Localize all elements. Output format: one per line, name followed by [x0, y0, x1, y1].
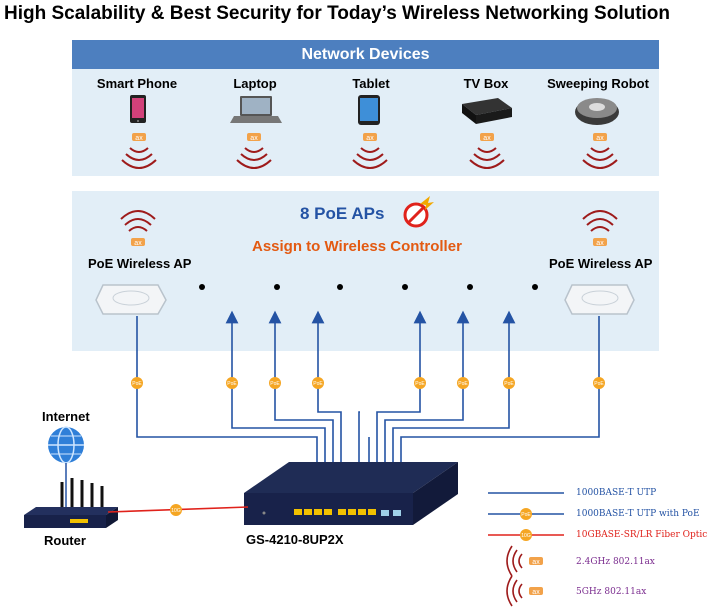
- poe-badge-texts: PoE PoE PoE PoE PoE PoE PoE PoE: [132, 381, 604, 387]
- poe-badge-text: PoE: [313, 381, 323, 387]
- laptop-icon: [230, 96, 282, 123]
- ap-placeholder-dots: [199, 284, 538, 290]
- poe-badge-text: PoE: [415, 381, 425, 387]
- svg-text:PoE: PoE: [521, 512, 531, 518]
- device-label: TV Box: [463, 76, 509, 91]
- internet-label: Internet: [42, 409, 90, 424]
- badge-ax-text: ax: [134, 240, 142, 247]
- legend-5ghz-text: 5GHz 802.11ax: [576, 587, 647, 597]
- legend-graphics: PoE 10G ax ax: [488, 492, 564, 607]
- legend-24ghz-text: 2.4GHz 802.11ax: [576, 557, 655, 567]
- device-label: Sweeping Robot: [547, 76, 649, 91]
- badge-ax-text: ax: [596, 240, 604, 247]
- poe-badge-text: PoE: [132, 381, 142, 387]
- tablet-icon: [358, 95, 380, 125]
- access-point-right-icon: [564, 284, 635, 315]
- router-icon: [24, 478, 118, 528]
- badge-ax-text: ax: [250, 135, 258, 142]
- ap-right-label: PoE Wireless AP: [549, 256, 653, 271]
- badge-ax-text: ax: [596, 135, 604, 142]
- poe-badge-text: PoE: [594, 381, 604, 387]
- page-title: High Scalability & Best Security for Tod…: [4, 3, 671, 24]
- poe-badge-text: PoE: [227, 381, 237, 387]
- ap-left-label: PoE Wireless AP: [88, 256, 192, 271]
- smartphone-icon: [130, 95, 146, 123]
- device-tv-box: TV Box: [431, 76, 541, 91]
- legend-utp-poe-text: 1000BASE-T UTP with PoE: [576, 509, 700, 519]
- poe-ap-panel: [72, 191, 659, 351]
- fiber-badge-text: 10G: [171, 508, 181, 514]
- wifi-wave-icons: [120, 147, 618, 232]
- badge-ax-text: ax: [483, 135, 491, 142]
- switch-model-label: GS-4210-8UP2X: [246, 532, 344, 547]
- internet-globe-icon: [48, 426, 84, 464]
- ax-badge-texts: ax ax ax ax ax ax ax: [134, 135, 604, 247]
- robot-vacuum-icon: [575, 98, 619, 125]
- device-smart-phone: Smart Phone: [82, 76, 192, 91]
- switch-icon: [244, 462, 458, 525]
- svg-text:ax: ax: [532, 589, 540, 596]
- ax-badges: [131, 133, 607, 246]
- badge-ax-text: ax: [135, 135, 143, 142]
- tv-box-icon: [462, 98, 512, 124]
- svg-text:ax: ax: [532, 559, 540, 566]
- poe-badge-text: PoE: [458, 381, 468, 387]
- router-label: Router: [44, 533, 86, 548]
- device-label: Laptop: [233, 76, 277, 91]
- legend-utp-text: 1000BASE-T UTP: [576, 488, 657, 498]
- poe-badge-text: PoE: [270, 381, 280, 387]
- network-devices-header: Network Devices: [72, 40, 659, 69]
- fiber-badge: [170, 504, 182, 516]
- poe-badges: [131, 377, 605, 389]
- svg-text:10G: 10G: [521, 533, 531, 539]
- device-label: Tablet: [352, 76, 390, 91]
- device-tablet: Tablet: [316, 76, 426, 91]
- poe-aps-title: 8 PoE APs: [300, 204, 385, 223]
- poe-cables: [136, 310, 600, 462]
- badge-ax-text: ax: [366, 135, 374, 142]
- no-controller-icon: [403, 196, 434, 228]
- device-label: Smart Phone: [96, 76, 178, 91]
- access-point-left-icon: [95, 284, 167, 315]
- device-laptop: Laptop: [200, 76, 310, 91]
- device-sweeping-robot: Sweeping Robot: [543, 76, 653, 91]
- legend-fiber-text: 10GBASE-SR/LR Fiber Optic: [576, 530, 707, 540]
- assign-controller-text: Assign to Wireless Controller: [252, 238, 462, 255]
- poe-badge-text: PoE: [504, 381, 514, 387]
